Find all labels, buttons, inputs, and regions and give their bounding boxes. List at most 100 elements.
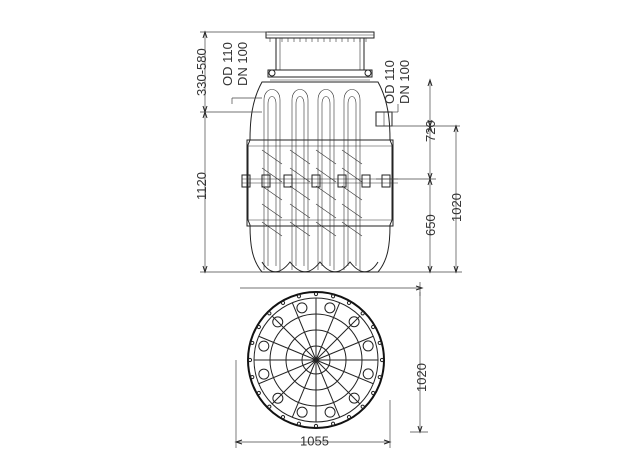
connector bbox=[261, 174, 271, 188]
connector bbox=[381, 174, 391, 188]
spoke bbox=[315, 359, 341, 418]
connector bbox=[361, 174, 371, 188]
rib-loop-inner bbox=[295, 96, 305, 266]
spoke bbox=[315, 359, 374, 385]
lug bbox=[362, 340, 374, 352]
rim-bolt bbox=[360, 404, 365, 409]
lid-ribs bbox=[269, 38, 367, 42]
rim-bolt bbox=[360, 311, 365, 316]
spoke bbox=[315, 359, 361, 405]
rim-bolt bbox=[330, 294, 336, 299]
label-1020-right: 1020 bbox=[449, 193, 464, 222]
rim-bolt bbox=[267, 404, 272, 409]
lug bbox=[324, 302, 336, 314]
label-right-od: OD 110 bbox=[382, 60, 397, 104]
rib-loop-inner bbox=[267, 96, 277, 266]
label-height: 1120 bbox=[194, 172, 209, 200]
rib-loop bbox=[343, 89, 361, 270]
lug bbox=[324, 406, 336, 418]
connector bbox=[311, 174, 321, 188]
tank-bottom bbox=[261, 261, 379, 273]
spoke bbox=[271, 359, 317, 405]
label-depth: 330-580 bbox=[194, 48, 209, 96]
lug bbox=[258, 340, 270, 352]
rim-bolt bbox=[346, 300, 352, 305]
spoke bbox=[271, 315, 317, 361]
rim-bolt bbox=[296, 421, 302, 426]
connector bbox=[241, 174, 251, 188]
connector bbox=[283, 174, 293, 188]
rib-cross bbox=[289, 203, 311, 219]
lug bbox=[296, 302, 308, 314]
lug bbox=[348, 392, 360, 404]
connectors bbox=[241, 174, 391, 188]
rim-bolt bbox=[280, 415, 286, 420]
rib-cross bbox=[341, 203, 363, 219]
rib-cross bbox=[315, 185, 337, 201]
rib-cross bbox=[341, 149, 363, 165]
elevation-dimensions bbox=[200, 30, 462, 296]
plan-dimensions bbox=[234, 292, 428, 448]
rim-bolt bbox=[313, 423, 319, 429]
rib-cross bbox=[261, 221, 283, 237]
connector bbox=[337, 174, 347, 188]
rib-cross bbox=[315, 167, 337, 183]
rib-cross bbox=[289, 149, 311, 165]
rib-cross bbox=[341, 185, 363, 201]
spoke bbox=[315, 335, 374, 361]
rib-cross bbox=[261, 167, 283, 183]
rib-cross bbox=[315, 203, 337, 219]
plan-lugs bbox=[247, 291, 385, 429]
rim-bolt bbox=[377, 374, 382, 380]
rim-bolt bbox=[296, 294, 302, 299]
spoke bbox=[291, 302, 317, 361]
rib-loop bbox=[291, 89, 309, 270]
rib-cross bbox=[341, 221, 363, 237]
rib-cross bbox=[261, 203, 283, 219]
spoke bbox=[258, 335, 317, 361]
rim-bolt bbox=[250, 374, 255, 380]
label-650: 650 bbox=[423, 214, 438, 236]
rim-bolt bbox=[379, 357, 385, 363]
rim-bolt bbox=[256, 390, 261, 396]
rib-cross bbox=[289, 185, 311, 201]
rib-cross bbox=[261, 185, 283, 201]
rim-bolt bbox=[371, 390, 376, 396]
rim-bolt bbox=[346, 415, 352, 420]
rim-bolt bbox=[330, 421, 336, 426]
label-left-od: OD 110 bbox=[220, 42, 235, 86]
lug bbox=[272, 392, 284, 404]
rim-bolt bbox=[267, 311, 272, 316]
rim-bolt bbox=[377, 340, 382, 346]
rim-bolt bbox=[371, 324, 376, 330]
rib-cross bbox=[289, 167, 311, 183]
spoke bbox=[315, 315, 361, 361]
lug bbox=[362, 368, 374, 380]
label-right-dn: DN 100 bbox=[397, 60, 412, 104]
label-left-dn: DN 100 bbox=[235, 42, 250, 86]
spoke bbox=[315, 302, 341, 361]
plan-spokes bbox=[254, 298, 378, 422]
elevation-view bbox=[241, 31, 398, 273]
plan-view bbox=[247, 291, 385, 429]
rib-cross bbox=[341, 167, 363, 183]
rib-cross bbox=[261, 149, 283, 165]
rim-bolt bbox=[313, 291, 319, 297]
vertical-ribs bbox=[261, 89, 363, 270]
rib-loop-inner bbox=[347, 96, 357, 266]
rim-bolt bbox=[247, 357, 253, 363]
lug bbox=[272, 316, 284, 328]
rib-loop bbox=[263, 89, 281, 270]
rib-cross bbox=[289, 221, 311, 237]
label-720: 720 bbox=[423, 120, 438, 142]
top-collar bbox=[267, 69, 373, 78]
rib-cross bbox=[315, 221, 337, 237]
label-plan-width: 1055 bbox=[300, 434, 329, 449]
rim-bolt bbox=[256, 324, 261, 330]
rib-loop-inner bbox=[321, 96, 331, 266]
lug bbox=[296, 406, 308, 418]
spoke bbox=[291, 359, 317, 418]
rib-cross bbox=[315, 149, 337, 165]
spoke bbox=[258, 359, 317, 385]
